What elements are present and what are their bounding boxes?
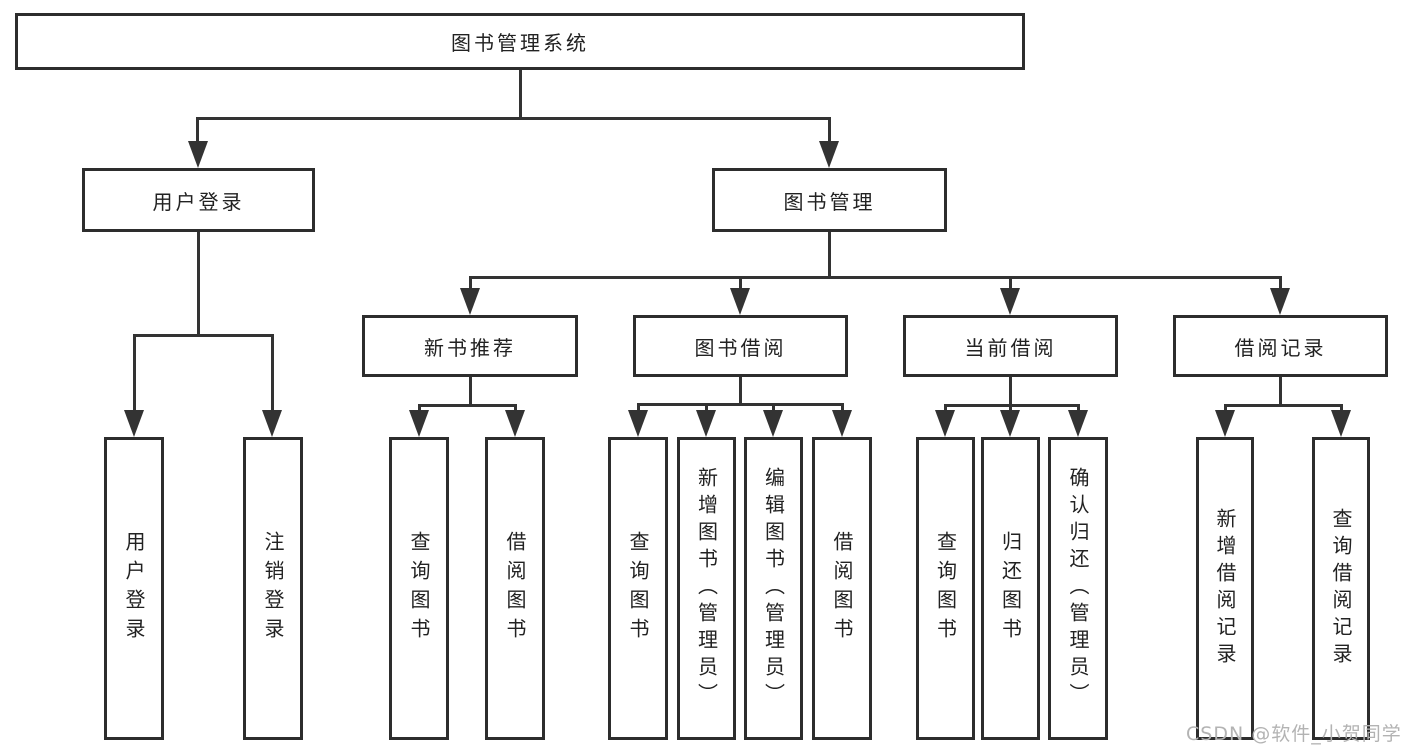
leaf-query-books-recommend: 查询图书 (389, 437, 449, 740)
leaf-add-borrow-record: 新增借阅记录 (1196, 437, 1254, 740)
arrow-down-icon (935, 410, 955, 437)
leaf-query-books-borrow: 查询图书 (608, 437, 668, 740)
leaf-borrow-books: 借阅图书 (812, 437, 872, 740)
arrow-down-icon (1000, 410, 1020, 437)
node-label: 新增借阅记录 (1213, 507, 1237, 670)
node-label: 图书借阅 (694, 335, 787, 360)
branch-line (133, 334, 274, 337)
branch-line (637, 403, 842, 406)
arrow-down-icon (505, 410, 525, 437)
node-label: 当前借阅 (964, 335, 1057, 360)
leaf-confirm-return-admin: 确认归还（管理员） (1048, 437, 1108, 740)
leaf-borrow-books-recommend: 借阅图书 (485, 437, 545, 740)
node-borrow-records: 借阅记录 (1173, 315, 1388, 377)
node-label: 编辑图书（管理员） (761, 467, 786, 710)
node-label: 归还图书 (998, 530, 1023, 647)
node-user-login: 用户登录 (82, 168, 315, 232)
node-book-management: 图书管理 (712, 168, 947, 232)
arrow-down-icon (188, 141, 208, 168)
arrow-down-icon (460, 288, 480, 315)
node-label: 新书推荐 (424, 335, 516, 360)
connector-line (1009, 377, 1012, 407)
connector-line (133, 334, 136, 431)
node-label: 查询图书 (407, 530, 431, 647)
node-current-borrow: 当前借阅 (903, 315, 1118, 377)
node-label: 注销登录 (261, 530, 285, 647)
arrow-down-icon (832, 410, 852, 437)
watermark-text: CSDN @软件_小贺同学 (1186, 723, 1402, 745)
node-label: 借阅记录 (1234, 335, 1327, 360)
connector-line (197, 232, 200, 336)
node-label: 用户登录 (152, 189, 245, 214)
arrow-down-icon (763, 410, 783, 437)
arrow-down-icon (124, 410, 144, 437)
connector-line (828, 117, 831, 162)
connector-line (1279, 377, 1282, 407)
arrow-down-icon (1000, 288, 1020, 315)
arrow-down-icon (1068, 410, 1088, 437)
node-label: 查询借阅记录 (1329, 507, 1353, 670)
branch-line (469, 276, 1281, 279)
branch-line (1224, 404, 1342, 407)
arrow-down-icon (730, 288, 750, 315)
node-label: 借阅图书 (830, 530, 854, 647)
node-label: 新增图书（管理员） (694, 467, 719, 710)
node-label: 查询图书 (626, 530, 650, 647)
node-label: 借阅图书 (503, 530, 527, 647)
leaf-user-login: 用户登录 (104, 437, 164, 740)
leaf-return-book: 归还图书 (981, 437, 1040, 740)
connector-line (828, 232, 831, 278)
arrow-down-icon (262, 410, 282, 437)
arrow-down-icon (1215, 410, 1235, 437)
node-new-book-recommend: 新书推荐 (362, 315, 578, 377)
leaf-query-borrow-record: 查询借阅记录 (1312, 437, 1370, 740)
arrow-down-icon (696, 410, 716, 437)
connector-line (469, 377, 472, 407)
node-label: 图书管理 (783, 189, 876, 214)
connector-line (739, 377, 742, 406)
leaf-logout: 注销登录 (243, 437, 303, 740)
connector-line (196, 117, 199, 162)
node-book-borrow: 图书借阅 (633, 315, 848, 377)
node-label: 图书管理系统 (451, 31, 589, 55)
leaf-add-book-admin: 新增图书（管理员） (677, 437, 736, 740)
arrow-down-icon (628, 410, 648, 437)
node-label: 确认归还（管理员） (1066, 467, 1090, 710)
arrow-down-icon (819, 141, 839, 168)
leaf-query-books-current: 查询图书 (916, 437, 975, 740)
branch-line (196, 117, 830, 120)
leaf-edit-book-admin: 编辑图书（管理员） (744, 437, 803, 740)
node-label: 用户登录 (122, 530, 146, 647)
connector-line (271, 334, 274, 431)
arrow-down-icon (1331, 410, 1351, 437)
connector-line (519, 70, 522, 119)
node-label: 查询图书 (933, 530, 958, 647)
branch-line (418, 404, 516, 407)
arrow-down-icon (409, 410, 429, 437)
arrow-down-icon (1270, 288, 1290, 315)
node-system: 图书管理系统 (15, 13, 1025, 70)
